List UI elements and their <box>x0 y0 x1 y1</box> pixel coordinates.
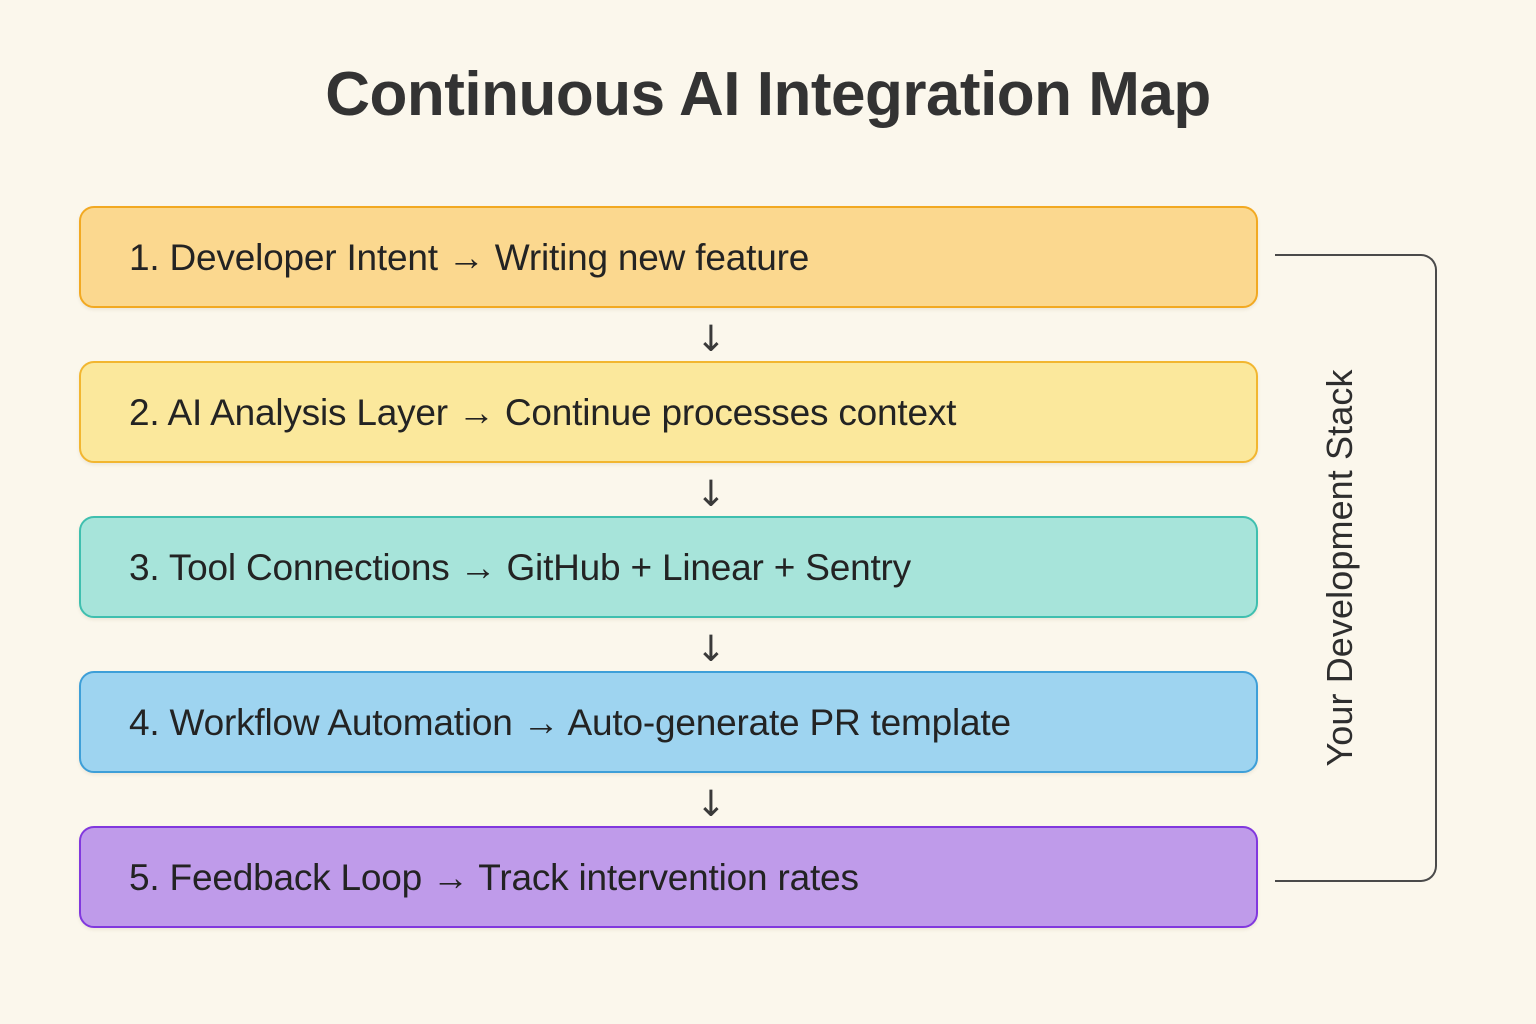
arrow-down-icon: ↓ <box>695 474 727 515</box>
flow-step-5-label: 5. Feedback Loop → Track intervention ra… <box>129 856 859 898</box>
flow-step-3-label: 3. Tool Connections → GitHub + Linear + … <box>129 546 911 588</box>
arrow-down-icon: ↓ <box>695 784 727 825</box>
flow-step-2-label: 2. AI Analysis Layer → Continue processe… <box>129 391 957 433</box>
flow-step-4-label: 4. Workflow Automation → Auto-generate P… <box>129 701 1011 743</box>
flow-step-3[interactable]: 3. Tool Connections → GitHub + Linear + … <box>79 516 1258 618</box>
flow-step-4[interactable]: 4. Workflow Automation → Auto-generate P… <box>79 671 1258 773</box>
flow-step-2[interactable]: 2. AI Analysis Layer → Continue processe… <box>79 361 1258 463</box>
flow-step-5[interactable]: 5. Feedback Loop → Track intervention ra… <box>79 826 1258 928</box>
arrow-down-icon: ↓ <box>695 629 727 670</box>
flow-step-1-label: 1. Developer Intent → Writing new featur… <box>129 236 810 278</box>
page-title: Continuous AI Integration Map <box>325 60 1211 129</box>
development-stack-bracket <box>1275 254 1437 882</box>
flow-step-1[interactable]: 1. Developer Intent → Writing new featur… <box>79 206 1258 308</box>
development-stack-label: Your Development Stack <box>1319 369 1360 767</box>
arrow-down-icon: ↓ <box>695 319 727 360</box>
